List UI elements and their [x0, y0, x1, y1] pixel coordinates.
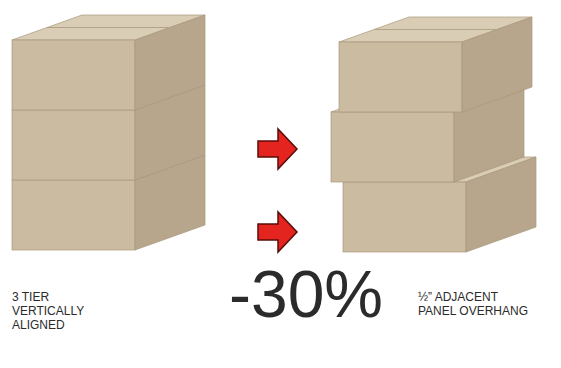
condition-label: ½” ADJACENT PANEL OVERHANG — [418, 290, 536, 318]
aligned-stack — [12, 15, 205, 250]
overhang-stack — [331, 17, 536, 252]
red-arrow — [258, 212, 297, 252]
strength-change: -30% — [206, 256, 406, 332]
red-arrow — [258, 129, 297, 169]
condition-label: 3 TIER VERTICALLY ALIGNED — [12, 290, 94, 332]
